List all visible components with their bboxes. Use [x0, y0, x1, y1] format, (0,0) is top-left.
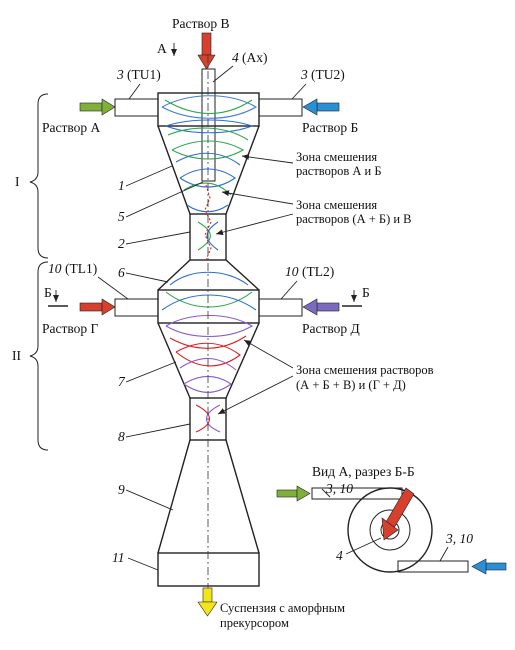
label-tu2: 3 (TU2) — [291, 67, 345, 100]
label-outlet-line2: прекурсором — [220, 616, 289, 630]
svg-text:(TU2): (TU2) — [311, 67, 345, 82]
svg-text:(TU1): (TU1) — [127, 67, 161, 82]
svg-text:6: 6 — [118, 265, 125, 280]
brace-stage-one: I — [15, 93, 49, 259]
svg-text:растворов А и Б: растворов А и Б — [296, 164, 382, 178]
arrow-red-top — [197, 32, 216, 70]
section-tube-bottom — [397, 560, 469, 573]
svg-text:10: 10 — [48, 261, 62, 276]
svg-text:11: 11 — [112, 550, 125, 565]
section-arrow-red — [381, 487, 415, 541]
section-title: Вид А, разрез Б-Б — [312, 464, 415, 479]
inlet-tube-tu2 — [258, 98, 303, 117]
inlet-tube-tu1 — [114, 98, 159, 117]
svg-text:(TL2): (TL2) — [302, 264, 334, 279]
label-tu1: 3 (TU1) — [116, 67, 161, 100]
arrow-yellow-outlet — [197, 587, 218, 617]
upper-chamber — [157, 92, 260, 127]
label-tube4: 4 (Ax) — [212, 50, 268, 83]
label-outlet-line1: Суспензия с аморфным — [220, 601, 345, 615]
section-label-center: 4 — [336, 537, 382, 563]
central-tube-ax — [201, 68, 216, 182]
svg-text:(TL1): (TL1) — [65, 261, 97, 276]
label-solution-b: Раствор Б — [302, 120, 358, 135]
inlet-tube-tl1 — [114, 298, 159, 317]
section-arrow-blue — [471, 558, 507, 575]
label-solution-d: Раствор Д — [302, 321, 360, 336]
zone-final: Зона смешения растворов (А + Б + В) и (Г… — [217, 339, 434, 415]
label-solution-g: Раствор Г — [42, 321, 99, 336]
reactor-stage-one — [114, 68, 303, 261]
svg-text:10: 10 — [285, 264, 299, 279]
svg-text:2: 2 — [118, 236, 125, 251]
label-inlet-b-top: Раствор В — [172, 16, 230, 31]
section-label-bottom: 3, 10 — [439, 531, 473, 562]
svg-text:7: 7 — [118, 374, 126, 389]
svg-text:Зона смешения растворов: Зона смешения растворов — [296, 363, 434, 377]
svg-text:А: А — [157, 41, 167, 56]
part-label-9: 9 — [118, 482, 174, 511]
lower-cone — [157, 322, 260, 399]
view-a-marker: А — [157, 41, 177, 56]
mixing-waves-stage-two — [161, 271, 257, 433]
section-inner-circle — [369, 509, 411, 551]
section-b-marker-right: Б — [342, 285, 370, 307]
section-view: 3, 10 4 3, 10 — [276, 481, 507, 575]
part-label-7: 7 — [118, 361, 177, 389]
svg-text:растворов (А + Б) и В: растворов (А + Б) и В — [296, 212, 412, 226]
arrow-red-g — [79, 298, 116, 316]
section-label-top: 3, 10 — [321, 481, 353, 498]
section-b-marker-left: Б — [44, 285, 68, 307]
lower-diffuser — [157, 439, 260, 587]
svg-text:3: 3 — [116, 67, 124, 82]
part-label-1: 1 — [118, 165, 173, 193]
part-label-8: 8 — [118, 423, 191, 444]
section-outer-circle — [347, 487, 433, 573]
svg-text:5: 5 — [118, 209, 125, 224]
svg-text:Б: Б — [362, 285, 370, 300]
part-label-6: 6 — [118, 265, 169, 283]
svg-text:(Ax): (Ax) — [242, 50, 268, 65]
zone-ab: Зона смешения растворов А и Б — [241, 150, 382, 178]
zone-abv: Зона смешения растворов (А + Б) и В — [215, 190, 412, 236]
svg-text:9: 9 — [118, 482, 125, 497]
outlet-chamber — [157, 552, 260, 587]
part-label-11: 11 — [112, 550, 159, 571]
svg-text:8: 8 — [118, 429, 125, 444]
svg-text:Зона смешения: Зона смешения — [296, 198, 377, 212]
svg-text:Б: Б — [44, 285, 52, 300]
svg-text:3, 10: 3, 10 — [445, 531, 473, 546]
label-solution-a: Раствор А — [42, 120, 101, 135]
arrow-blue-b — [302, 98, 340, 116]
upper-cone — [157, 125, 260, 215]
part-label-5: 5 — [118, 181, 204, 224]
svg-text:Зона смешения: Зона смешения — [296, 150, 377, 164]
mixing-waves-neck — [197, 184, 219, 261]
label-tl1: 10 (TL1) — [48, 261, 129, 300]
expander-cone — [157, 259, 260, 291]
inlet-tube-tl2 — [258, 298, 303, 317]
svg-text:3: 3 — [300, 67, 308, 82]
brace-stage-two: II — [12, 261, 49, 451]
svg-text:I: I — [15, 174, 20, 189]
section-arrow-green — [276, 485, 311, 502]
arrow-green-a — [79, 98, 116, 116]
label-tl2: 10 (TL2) — [280, 264, 334, 300]
arrow-purple-d — [302, 298, 340, 316]
svg-text:4: 4 — [336, 548, 343, 563]
svg-text:1: 1 — [118, 178, 125, 193]
svg-text:II: II — [12, 348, 21, 363]
part-label-2: 2 — [118, 231, 191, 251]
svg-text:(А + Б + В) и (Г + Д): (А + Б + В) и (Г + Д) — [296, 378, 406, 392]
svg-text:4: 4 — [232, 50, 239, 65]
